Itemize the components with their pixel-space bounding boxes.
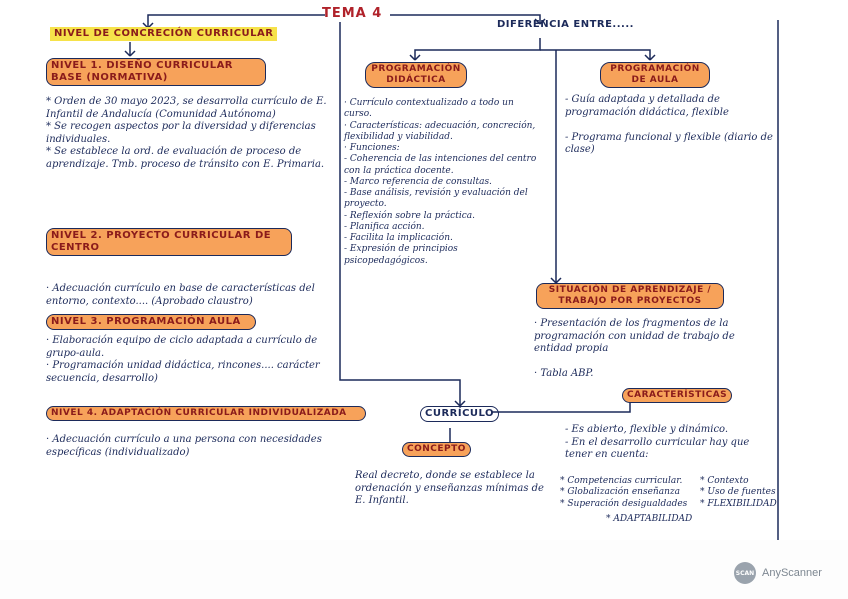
curriculo-label: CURRÍCULO: [420, 406, 500, 422]
scan-icon: SCAN: [734, 562, 756, 584]
level4-text: · Adecuación currículo a una persona con…: [46, 434, 322, 458]
concepto-text: Real decreto, donde se establece la orde…: [355, 470, 544, 506]
watermark-brand: AnyScanner: [762, 567, 822, 579]
concept-map-sheet: TEMA 4 NIVEL DE CONCRECIÓN CURRICULAR NI…: [46, 6, 779, 540]
prog-aula-label: PROGRAMACIÓN DE AULA: [600, 62, 710, 88]
prog-didactica-label: PROGRAMACIÓN DIDÁCTICA: [365, 62, 467, 88]
level3-text: · Elaboración equipo de ciclo adaptada a…: [46, 335, 320, 384]
page-title: TEMA 4: [322, 6, 383, 21]
level1-text: * Orden de 30 mayo 2023, se desarrolla c…: [46, 96, 327, 170]
prog-aula-text: - Guía adaptada y detallada de programac…: [565, 94, 773, 155]
concepto-label: CONCEPTO: [402, 442, 471, 457]
level1-label: NIVEL 1. DISEÑO CURRICULAR BASE (NORMATI…: [46, 58, 266, 86]
situacion-label: SITUACIÓN DE APRENDIZAJE / TRABAJO POR P…: [536, 283, 724, 309]
level2-label: NIVEL 2. PROYECTO CURRICULAR DE CENTRO: [46, 228, 292, 256]
situacion-text: · Presentación de los fragmentos de la p…: [534, 318, 735, 379]
caracteristicas-text: - Es abierto, flexible y dinámico. - En …: [565, 424, 750, 460]
caracteristicas-extra: * ADAPTABILIDAD: [606, 514, 693, 524]
middle-heading: DIFERENCIA ENTRE.....: [497, 19, 634, 30]
caracteristicas-label: CARACTERÍSTICAS: [622, 388, 733, 403]
caracteristicas-col1: * Competencias curricular. * Globalizaci…: [560, 476, 688, 509]
level4-label: NIVEL 4. ADAPTACIÓN CURRICULAR INDIVIDUA…: [46, 406, 366, 421]
anyscanner-watermark: SCAN AnyScanner: [734, 562, 822, 584]
level3-label: NIVEL 3. PROGRAMACIÓN AULA: [46, 314, 256, 330]
prog-didactica-text: · Currículo contextualizado a todo un cu…: [344, 98, 537, 266]
left-heading: NIVEL DE CONCRECIÓN CURRICULAR: [50, 27, 278, 41]
level2-text: · Adecuación currículo en base de caract…: [46, 283, 315, 307]
caracteristicas-col2: * Contexto * Uso de fuentes * FLEXIBILID…: [700, 476, 777, 509]
